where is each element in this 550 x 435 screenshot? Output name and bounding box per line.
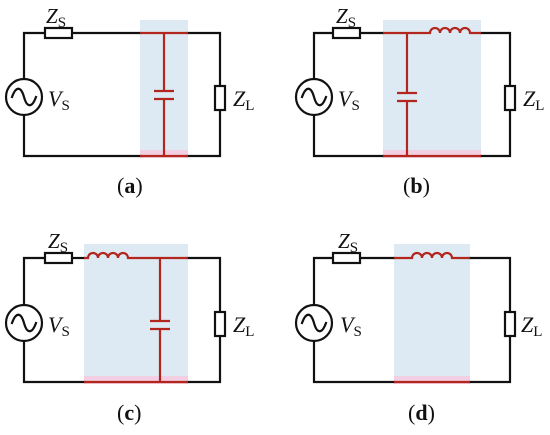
wire-top-right — [186, 31, 222, 88]
series-inductor — [383, 26, 481, 35]
vs-label: VS — [338, 86, 360, 114]
zs-label: ZS — [338, 229, 358, 256]
wire-top-left — [312, 256, 335, 307]
vs-label: VS — [340, 312, 362, 340]
wire-bottom-left — [312, 113, 385, 158]
shunt-capacitor — [150, 258, 170, 382]
wire-bottom-left — [22, 339, 86, 384]
zs-label: ZS — [336, 4, 356, 31]
wire-bottom-right — [468, 334, 512, 384]
series-inductor — [394, 251, 470, 260]
load-impedance — [213, 84, 227, 112]
vs-label: VS — [48, 86, 70, 114]
load-impedance — [213, 310, 227, 338]
sine-icon — [10, 313, 38, 333]
source-impedance — [331, 251, 362, 265]
caption-d: (d) — [408, 400, 435, 425]
wire-top-left — [22, 256, 47, 307]
source-impedance — [331, 26, 362, 40]
load-impedance — [503, 310, 517, 338]
wire-top-right — [186, 256, 222, 314]
matching-region — [383, 20, 481, 158]
load-impedance — [503, 84, 517, 112]
vs-label: VS — [48, 312, 70, 340]
wire-bottom-right — [186, 334, 222, 384]
edge-highlight — [383, 150, 481, 158]
zs-label: ZS — [48, 229, 68, 256]
source-impedance — [43, 26, 74, 40]
wire-bottom-right — [479, 108, 512, 158]
zs-label: ZS — [46, 4, 66, 31]
wire-bottom-right — [186, 108, 222, 158]
source-impedance — [43, 251, 74, 265]
zl-label: ZL — [521, 312, 542, 340]
zl-label: ZL — [523, 86, 544, 114]
panel-c: ZS VS ZL (c) — [4, 229, 254, 425]
wire-top-right — [479, 31, 512, 88]
sine-icon — [300, 313, 328, 333]
sine-icon — [300, 87, 328, 107]
shunt-capacitor — [154, 33, 174, 156]
caption-c: (c) — [117, 400, 141, 425]
series-inductor — [84, 251, 188, 260]
panel-d: ZS VS ZL (d) — [294, 229, 542, 425]
wire-top-left — [22, 31, 47, 81]
wire-top-right — [468, 256, 512, 314]
wire-bottom-left — [22, 113, 142, 158]
caption-b: (b) — [403, 173, 430, 198]
panel-a: ZS VS ZL (a) — [4, 4, 254, 198]
matching-region — [84, 244, 188, 384]
shunt-capacitor — [397, 33, 417, 156]
wire-top-left — [312, 31, 335, 81]
zl-label: ZL — [233, 312, 254, 340]
zl-label: ZL — [233, 86, 254, 114]
sine-icon — [10, 87, 38, 107]
matching-region — [394, 244, 470, 384]
caption-a: (a) — [117, 173, 143, 198]
panel-b: ZS VS ZL (b) — [294, 4, 544, 198]
edge-highlight — [394, 376, 470, 384]
wire-bottom-left — [312, 339, 396, 384]
edge-highlight — [84, 376, 188, 384]
